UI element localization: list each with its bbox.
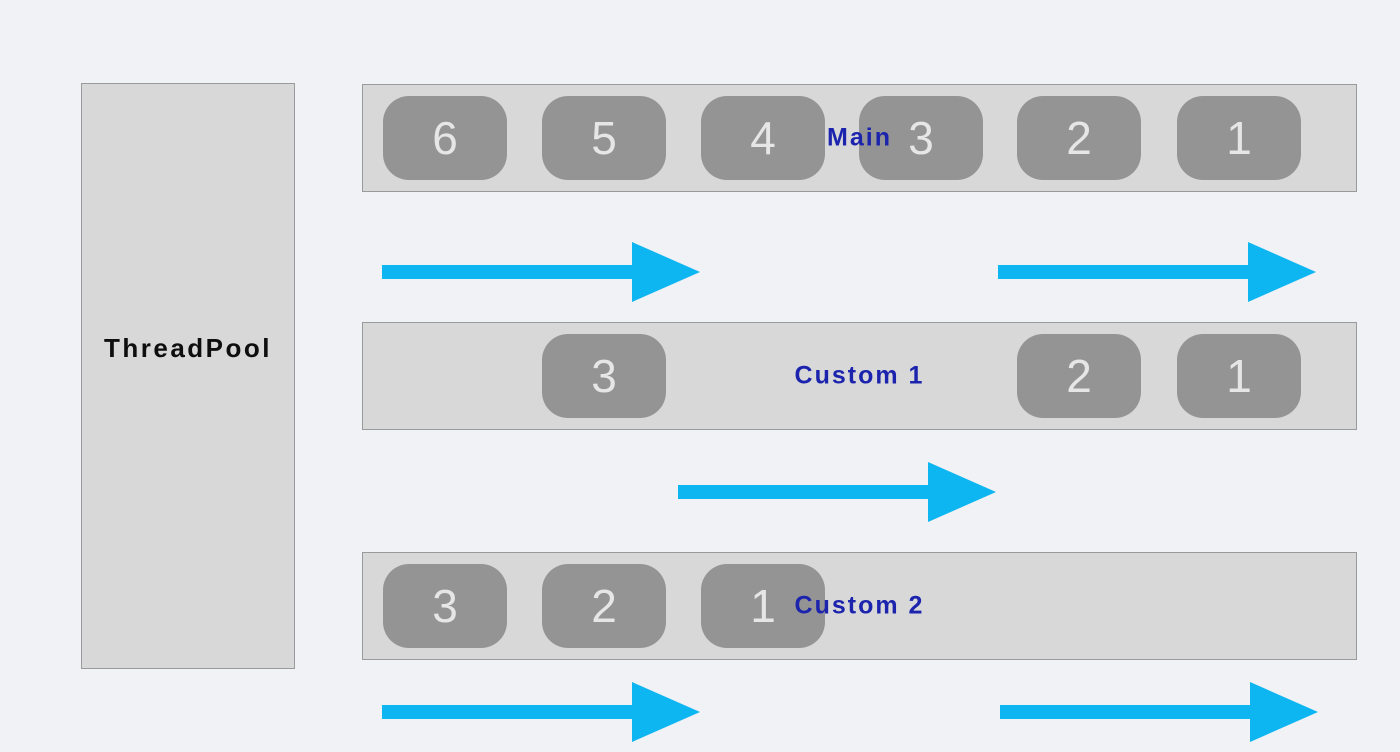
arrow-head — [1250, 682, 1318, 742]
arrow-shaft — [678, 485, 930, 499]
task-number: 1 — [1226, 350, 1252, 402]
queue-lane-custom1: 3 2 1 Custom 1 — [362, 322, 1357, 430]
arrow-head — [928, 462, 996, 522]
arrow-shaft — [1000, 705, 1252, 719]
task-box: 2 — [1017, 96, 1141, 180]
task-box: 2 — [1017, 334, 1141, 418]
arrow-shaft — [382, 705, 634, 719]
task-box: 3 — [383, 564, 507, 648]
flow-arrow-right-icon — [382, 242, 700, 302]
task-box: 1 — [701, 564, 825, 648]
task-number: 1 — [1226, 112, 1252, 164]
arrow-head — [632, 242, 700, 302]
task-number: 2 — [1066, 112, 1092, 164]
task-box: 5 — [542, 96, 666, 180]
flow-arrow-right-icon — [1000, 682, 1318, 742]
task-box: 1 — [1177, 96, 1301, 180]
task-number: 3 — [591, 350, 617, 402]
task-number: 3 — [908, 112, 934, 164]
flow-arrow-right-icon — [678, 462, 996, 522]
lane-label-custom2: Custom 2 — [794, 591, 925, 620]
task-box: 3 — [859, 96, 983, 180]
queue-lane-custom2: 3 2 1 Custom 2 — [362, 552, 1357, 660]
lane-label-main: Main — [827, 123, 892, 152]
task-number: 3 — [432, 580, 458, 632]
arrow-shaft — [382, 265, 634, 279]
arrow-head — [1248, 242, 1316, 302]
queue-lane-main: 6 5 4 3 2 1 Main — [362, 84, 1357, 192]
task-number: 6 — [432, 112, 458, 164]
task-number: 2 — [591, 580, 617, 632]
task-box: 2 — [542, 564, 666, 648]
task-box: 1 — [1177, 334, 1301, 418]
task-number: 1 — [750, 580, 776, 632]
arrow-head — [632, 682, 700, 742]
task-number: 4 — [750, 112, 776, 164]
flow-arrow-right-icon — [998, 242, 1316, 302]
flow-arrow-right-icon — [382, 682, 700, 742]
task-box: 3 — [542, 334, 666, 418]
task-box: 4 — [701, 96, 825, 180]
task-number: 5 — [591, 112, 617, 164]
task-box: 6 — [383, 96, 507, 180]
threadpool-label: ThreadPool — [103, 333, 272, 363]
lane-label-custom1: Custom 1 — [794, 361, 925, 390]
arrow-shaft — [998, 265, 1250, 279]
threadpool-box: ThreadPool — [81, 83, 295, 669]
task-number: 2 — [1066, 350, 1092, 402]
